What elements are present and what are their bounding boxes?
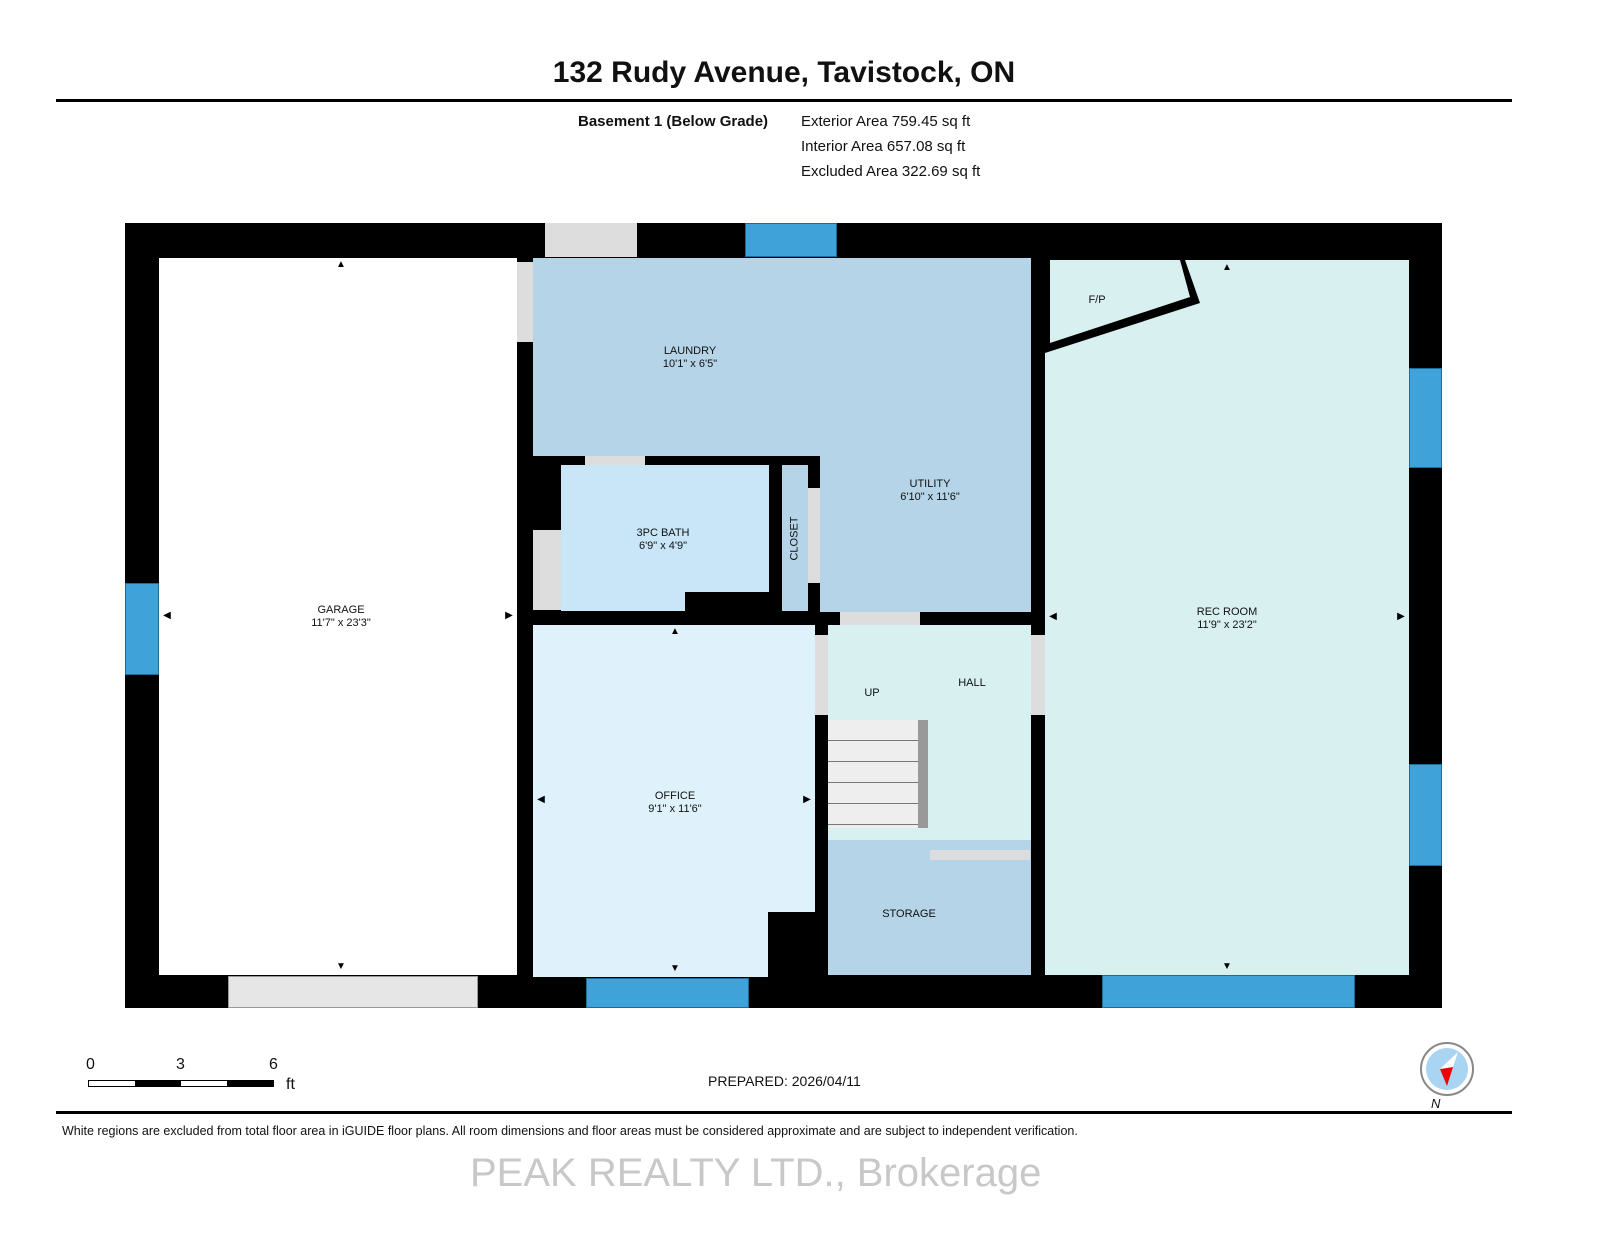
closet [782,465,808,611]
excluded-area: Excluded Area 322.69 sq ft [801,163,981,180]
stairs-up-label: UP [864,687,880,699]
dimension-arrow-icon: ◀ [1049,611,1057,622]
scale-tick-0: 0 [86,1056,95,1073]
laundry-utility [533,258,1031,456]
dimension-arrow-icon: ◀ [537,794,545,805]
window [125,583,159,675]
storage [828,840,1031,975]
office-notch [768,912,815,978]
storage-label: STORAGE [882,908,936,920]
window [745,223,837,257]
title-rule [56,99,1512,102]
window [586,978,749,1008]
fireplace-label: F/P [1088,294,1106,306]
door [1031,635,1045,715]
dimension-arrow-icon: ▼ [1222,961,1232,972]
garage-door [228,976,478,1008]
door [517,262,533,342]
compass-north-label: N [1431,1096,1441,1111]
window [1409,764,1442,866]
door [930,850,1030,860]
scale-tick-3: 3 [176,1056,185,1073]
dimension-arrow-icon: ▼ [336,961,346,972]
dimension-arrow-icon: ◀ [163,610,171,621]
dimension-arrow-icon: ▼ [670,963,680,974]
window [1102,975,1355,1008]
page-title: 132 Rudy Avenue, Tavistock, ON [552,56,1016,89]
door [585,456,645,465]
bath [561,465,769,611]
floor-name: Basement 1 (Below Grade) [578,113,769,130]
scale-bar [88,1080,274,1087]
bath-wall [685,592,770,612]
dimension-arrow-icon: ▶ [803,794,811,805]
door [840,612,920,625]
window [1409,368,1442,468]
dimension-arrow-icon: ▶ [505,610,513,621]
footer-rule [56,1111,1512,1114]
rec-room [1045,260,1409,975]
garage [159,258,517,975]
door [815,635,828,715]
fireplace [1045,260,1200,353]
hall-label: HALL [958,677,986,689]
utility [820,456,1031,612]
closet-label: CLOSET [788,516,801,561]
door [808,488,820,583]
dimension-arrow-icon: ▲ [1222,262,1232,273]
interior-area: Interior Area 657.08 sq ft [801,138,966,155]
dimension-arrow-icon: ▶ [1397,611,1405,622]
brokerage-watermark: PEAK REALTY LTD., Brokerage [470,1151,1042,1195]
dimension-arrow-icon: ▲ [336,259,346,270]
scale-tick-6: 6 [269,1056,278,1073]
disclaimer: White regions are excluded from total fl… [62,1124,1078,1138]
compass-icon [1420,1042,1474,1096]
exterior-area: Exterior Area 759.45 sq ft [801,113,971,130]
exterior-door [545,223,637,257]
stairs [828,720,918,828]
dimension-arrow-icon: ▲ [670,626,680,637]
prepared-date: PREPARED: 2026/04/11 [708,1073,861,1089]
door [533,530,561,610]
scale-unit: ft [286,1076,295,1093]
stair-rail [918,720,928,828]
